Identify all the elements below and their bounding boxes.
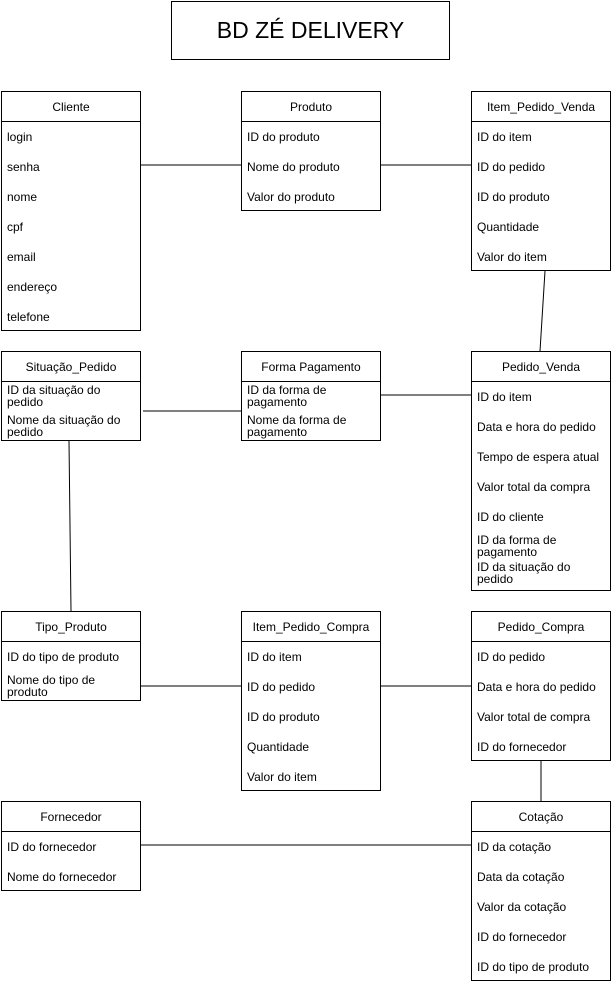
entity-header: Fornecedor (2, 802, 140, 832)
field: cpf (7, 220, 24, 234)
field: Nome do produto (247, 160, 340, 174)
line-item-pedido-venda-pedido-venda (539, 270, 546, 352)
field: Valor da cotação (477, 900, 567, 914)
entity-header: Situação_Pedido (2, 352, 140, 382)
field: ID da forma de pagamento (247, 383, 327, 409)
entity-header: Tipo_Produto (2, 612, 140, 642)
field: ID do item (247, 650, 302, 664)
entity-header: Item_Pedido_Compra (242, 612, 380, 642)
entity-fornecedor: Fornecedor ID do fornecedor Nome do forn… (1, 801, 141, 891)
entity-tipo-produto: Tipo_Produto ID do tipo de produto Nome … (1, 611, 141, 701)
field: Valor total de compra (477, 710, 591, 724)
field: ID do item (477, 130, 532, 144)
field: Data e hora do pedido (477, 680, 596, 694)
field: Quantidade (247, 740, 310, 754)
entity-cliente: Cliente login senha nome cpf email ender… (1, 91, 141, 331)
entity-item-pedido-venda: Item_Pedido_Venda ID do item ID do pedid… (471, 91, 611, 271)
entity-header: Cliente (2, 92, 140, 122)
field: endereço (7, 280, 58, 294)
field: ID do produto (477, 190, 550, 204)
field: login (7, 130, 33, 144)
field: ID do item (477, 390, 532, 404)
field: ID do produto (247, 130, 320, 144)
field: Valor do item (477, 250, 547, 264)
entity-situacao-pedido: Situação_Pedido ID da situação do pedido… (1, 351, 141, 441)
field: Quantidade (477, 220, 540, 234)
field: Data e hora do pedido (477, 420, 596, 434)
entity-header: Pedido_Venda (472, 352, 610, 382)
field: Nome da forma de pagamento (247, 413, 347, 439)
field: ID da situação do pedido (477, 560, 571, 586)
field: Valor do produto (247, 190, 335, 204)
field: nome (7, 190, 38, 204)
field: Nome do tipo de produto (7, 673, 96, 699)
field: ID do tipo de produto (7, 650, 120, 664)
field: email (7, 250, 36, 264)
field: ID do pedido (247, 680, 316, 694)
field: Valor do item (247, 770, 317, 784)
diagram-title: BD ZÉ DELIVERY (171, 1, 450, 60)
field: Data da cotação (477, 870, 565, 884)
field: Tempo de espera atual (477, 450, 600, 464)
line-situacao-tipo-produto (68, 440, 72, 612)
entity-cotacao: Cotação ID da cotação Data da cotação Va… (471, 801, 611, 981)
entity-item-pedido-compra: Item_Pedido_Compra ID do item ID do pedi… (241, 611, 381, 791)
entity-header: Produto (242, 92, 380, 122)
entity-header: Forma Pagamento (242, 352, 380, 382)
field: ID do tipo de produto (477, 960, 590, 974)
entity-produto: Produto ID do produto Nome do produto Va… (241, 91, 381, 211)
entity-forma-pagamento: Forma Pagamento ID da forma de pagamento… (241, 351, 381, 441)
field: Nome da situação do pedido (7, 413, 121, 439)
field: ID da cotação (477, 840, 552, 854)
entity-pedido-venda: Pedido_Venda ID do item Data e hora do p… (471, 351, 611, 591)
entity-header: Cotação (472, 802, 610, 832)
entity-header: Item_Pedido_Venda (472, 92, 610, 122)
field: ID do fornecedor (477, 740, 567, 754)
field: ID do produto (247, 710, 320, 724)
field: ID da forma de pagamento (477, 533, 557, 559)
field: Valor total da compra (477, 480, 591, 494)
field: ID do pedido (477, 650, 546, 664)
field: ID do fornecedor (7, 840, 97, 854)
entity-pedido-compra: Pedido_Compra ID do pedido Data e hora d… (471, 611, 611, 761)
field: Nome do fornecedor (7, 870, 117, 884)
field: ID do pedido (477, 160, 546, 174)
field: ID da situação do pedido (7, 383, 101, 409)
field: telefone (7, 310, 50, 324)
entity-header: Pedido_Compra (472, 612, 610, 642)
field: senha (7, 160, 40, 174)
field: ID do cliente (477, 510, 544, 524)
field: ID do fornecedor (477, 930, 567, 944)
